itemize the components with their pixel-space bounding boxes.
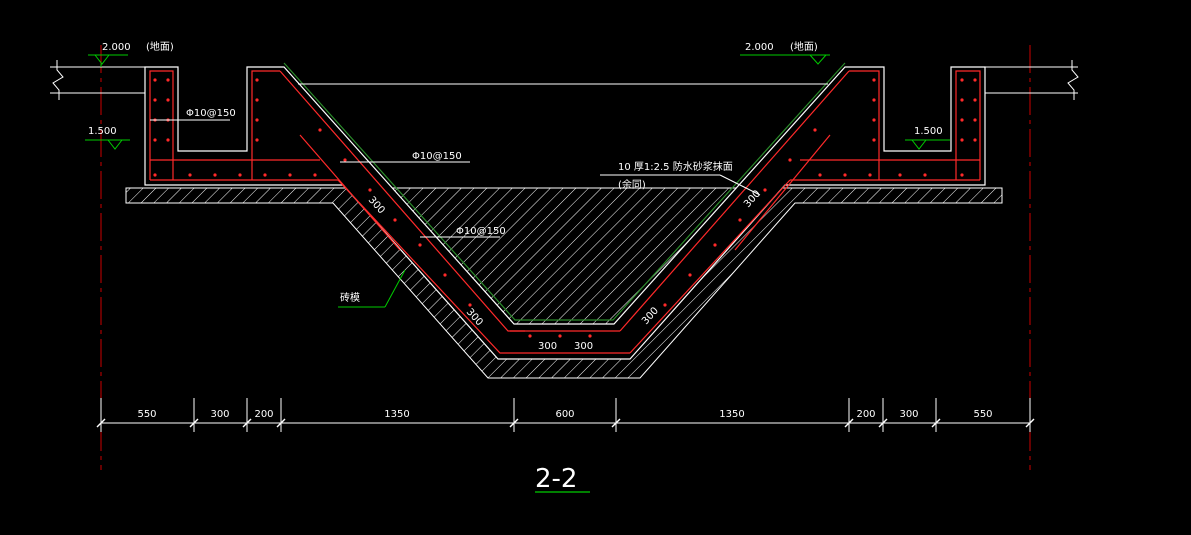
ground-lines — [50, 60, 1079, 100]
dim-7: 300 — [899, 409, 918, 420]
rebar-slope-diagonal — [299, 134, 401, 251]
rebar-right-inner-wall — [849, 70, 880, 180]
dim-3: 1350 — [384, 409, 409, 420]
brick-mould-label: 砖模 — [340, 291, 360, 304]
rebar-right-slope-2 — [629, 179, 791, 354]
leaders — [150, 119, 761, 238]
elevation-marker-ground-right: 2.000 (地面) — [740, 40, 830, 65]
rebar-right-slope — [619, 70, 850, 332]
rebar-left-inner-wall — [251, 70, 280, 180]
dim-5: 1350 — [719, 409, 744, 420]
rebar-label-mid: Φ10@150 — [412, 151, 462, 162]
break-mark-right — [1067, 60, 1079, 100]
elev-ground-left-note: (地面) — [146, 40, 174, 53]
brick-mould-hatch — [125, 187, 1003, 379]
elev-ground-right: 2.000 — [745, 42, 774, 53]
break-mark-left — [52, 60, 64, 100]
rebar-group — [149, 70, 981, 354]
elev-ground-right-note: (地面) — [790, 40, 818, 53]
thk-bottom-right: 300 — [574, 341, 593, 352]
rebar-slope-diagonal-r — [734, 134, 831, 251]
dim-2: 200 — [254, 409, 273, 420]
elevation-marker-inner-right: 1.500 — [905, 126, 950, 150]
rebar-left-slope-2 — [337, 179, 630, 354]
dim-1: 300 — [210, 409, 229, 420]
dim-0: 550 — [137, 409, 156, 420]
section-title: 2-2 — [535, 464, 577, 494]
elev-inner-left: 1.500 — [88, 126, 117, 137]
rebar-right-wall — [955, 70, 981, 180]
elevation-marker-inner-left: 1.500 — [85, 126, 130, 150]
rebar-left-wall — [149, 70, 174, 180]
waterproof-label: 10 厚1:2.5 防水砂浆抹面 — [618, 160, 733, 173]
thk-bottom-left: 300 — [538, 341, 557, 352]
elev-inner-right: 1.500 — [914, 126, 943, 137]
rebar-label-top: Φ10@150 — [186, 108, 236, 119]
waterproof-membrane — [283, 62, 846, 321]
dim-4: 600 — [555, 409, 574, 420]
rebar-label-slope: Φ10@150 — [456, 226, 506, 237]
waterproof-label-note: (余同) — [618, 178, 646, 191]
elevation-marker-ground-left: 2.000 (地面) — [88, 40, 174, 67]
dim-6: 200 — [856, 409, 875, 420]
dimension-line: 550 300 200 1350 600 1350 200 300 550 — [96, 398, 1035, 432]
leader-brick-mould-diag — [384, 269, 406, 308]
elev-ground-left: 2.000 — [102, 42, 131, 53]
dim-8: 550 — [973, 409, 992, 420]
rebar-dots — [153, 78, 977, 338]
channel-concrete-outline — [144, 66, 986, 360]
